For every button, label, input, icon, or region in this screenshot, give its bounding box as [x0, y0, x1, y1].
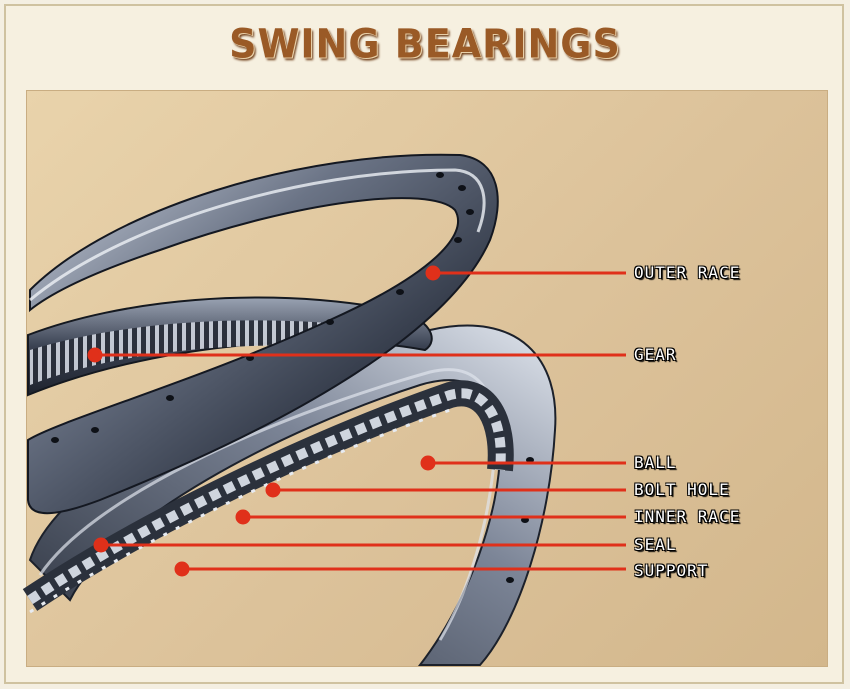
diagram-title: SWING BEARINGS — [229, 20, 621, 68]
ball-raceway — [22, 380, 514, 614]
leader-lines — [87, 265, 626, 577]
label-inner-race: INNER RACE — [634, 507, 741, 526]
label-support: SUPPORT — [634, 561, 709, 580]
label-gear: GEAR — [634, 345, 677, 364]
label-outer-race: OUTER RACE — [634, 263, 741, 282]
label-ball: BALL — [634, 453, 677, 472]
label-bolt-hole: BOLT HOLE — [634, 480, 730, 499]
bolt-holes — [51, 172, 534, 583]
outer-race-ring — [27, 153, 534, 583]
label-seal: SEAL — [634, 535, 677, 554]
